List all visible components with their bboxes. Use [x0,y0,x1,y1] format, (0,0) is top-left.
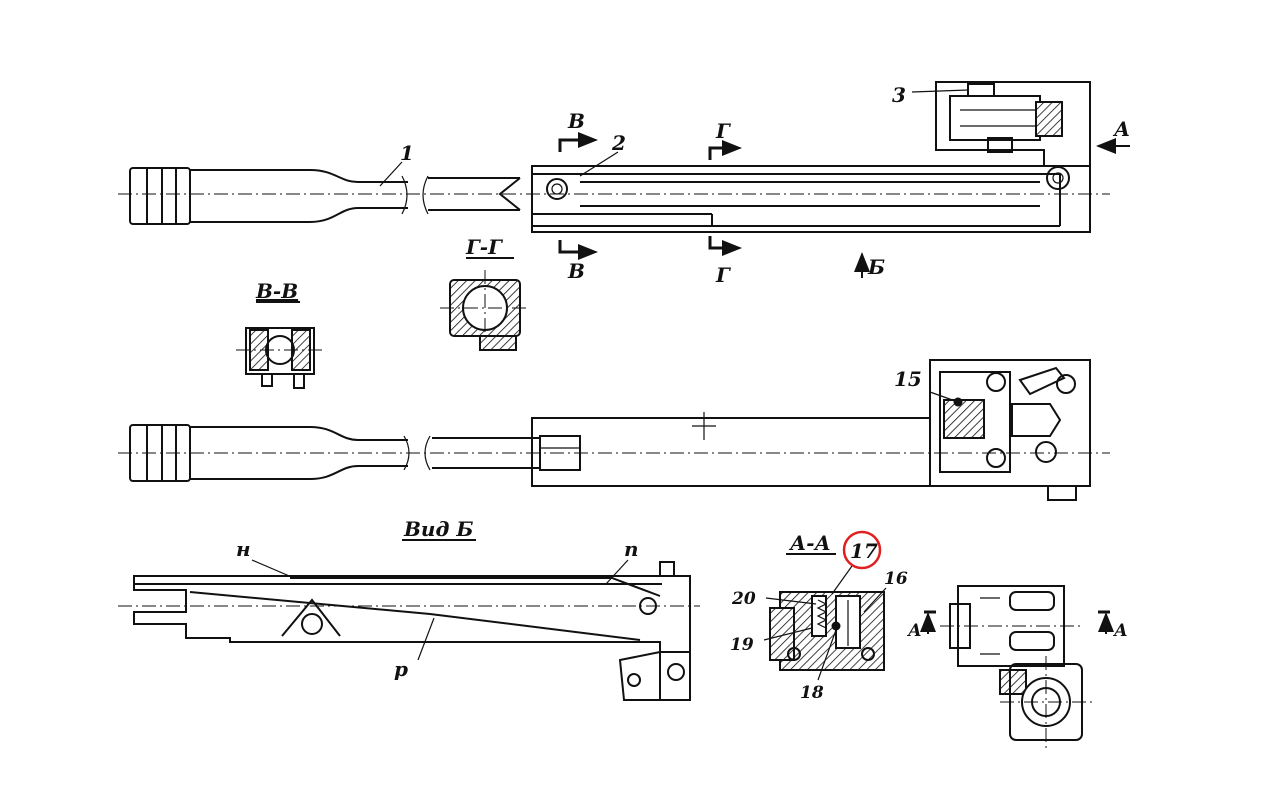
section-a-left: А [906,621,922,641]
section-g-bottom: Г [715,263,731,287]
label-letter-n: н [236,537,251,561]
section-gg: Г-Г [440,235,530,351]
section-aa-title: А-А [788,531,831,555]
label-part-1: 1 [400,141,414,165]
section-aa: А-А 20 19 18 16 17 [730,530,908,703]
label-part-17: 17 [850,539,878,563]
label-part-18: 18 [800,683,824,703]
section-vv-title: В-В [255,279,298,303]
section-a-right: А [1112,621,1128,641]
view-b-title: Вид Б [403,517,473,541]
section-g-top: Г [715,119,731,143]
section-v-top: В [567,109,585,133]
middle-plan-view: 15 [118,359,1110,501]
label-part-19: 19 [730,635,754,655]
label-part-15: 15 [894,367,922,391]
section-v-bottom: В [567,259,585,283]
top-side-view: 3 1 2 В В Г Г А Б [118,81,1130,287]
view-b: Вид Б н п р [118,517,700,701]
handle-top [129,167,429,225]
arrow-a-label: А [1112,117,1130,141]
arrow-b-label: Б [867,255,885,279]
highlight-circle [842,530,882,570]
end-view: А А [906,585,1128,748]
label-part-16: 16 [884,569,908,589]
label-letter-r: р [394,657,408,681]
label-part-2: 2 [611,131,626,155]
section-gg-title: Г-Г [465,235,503,259]
label-letter-p: п [624,537,639,561]
label-part-3: 3 [892,83,906,107]
section-vv: В-В [236,279,326,389]
label-part-20: 20 [731,589,756,609]
